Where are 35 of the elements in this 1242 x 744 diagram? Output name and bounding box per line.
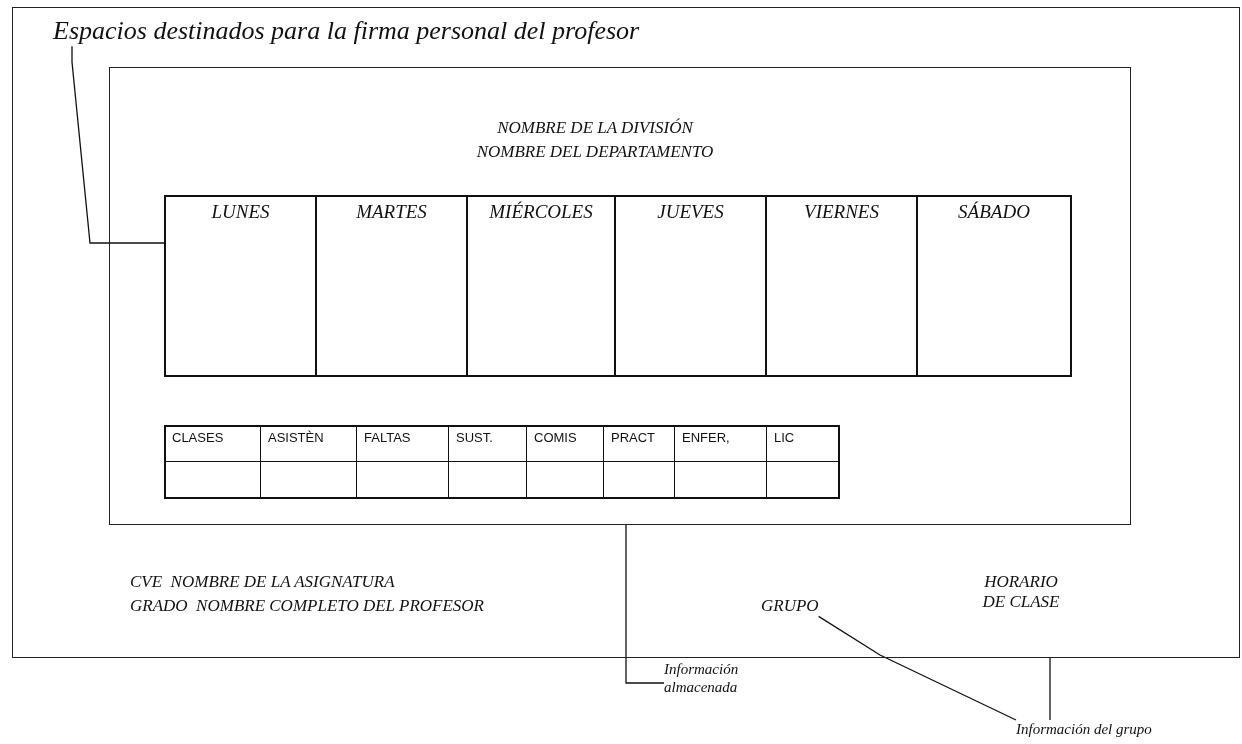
- form-card: [109, 67, 1131, 525]
- signature-column: [767, 195, 918, 377]
- day-label: MIÉRCOLES: [488, 201, 594, 224]
- leader-line: [625, 524, 665, 684]
- day-label: VIERNES: [803, 201, 880, 224]
- day-label: MARTES: [355, 201, 428, 224]
- form-sheet: [12, 7, 1240, 658]
- field-label: CVE NOMBRE DE LA ASIGNATURA: [130, 572, 395, 593]
- day-label: SÁBADO: [957, 201, 1031, 224]
- column-header: SUST.: [456, 430, 493, 445]
- day-label: LUNES: [210, 201, 271, 224]
- signature-column: [164, 195, 317, 377]
- callout-text: Información almacenada: [664, 660, 764, 696]
- callout-text: Información del grupo: [1016, 720, 1152, 738]
- field-label: GRADO NOMBRE COMPLETO DEL PROFESOR: [130, 596, 484, 617]
- callout-text: Espacios destinados para la firma personal del profesor: [53, 15, 640, 47]
- signature-column: [616, 195, 767, 377]
- column-header: LIC: [774, 430, 795, 445]
- heading-text: NOMBRE DE LA DIVISIÓN: [496, 118, 695, 139]
- column-header: CLASES: [172, 430, 224, 445]
- column-header: ASISTÈN: [268, 430, 324, 445]
- column-header: COMIS: [534, 430, 577, 445]
- leader-line: [1049, 657, 1051, 721]
- column-header: PRACT: [611, 430, 656, 445]
- heading-text: NOMBRE DEL DEPARTAMENTO: [475, 142, 715, 163]
- signature-column: [317, 195, 468, 377]
- field-label: HORARIO DE CLASE: [981, 572, 1061, 613]
- leader-line: [817, 615, 1017, 721]
- day-label: JUEVES: [656, 201, 725, 224]
- field-label: GRUPO: [761, 596, 819, 617]
- signature-column: [918, 195, 1072, 377]
- signature-column: [468, 195, 616, 377]
- column-header: FALTAS: [364, 430, 411, 445]
- column-header: ENFER,: [682, 430, 730, 445]
- leader-line: [71, 45, 165, 244]
